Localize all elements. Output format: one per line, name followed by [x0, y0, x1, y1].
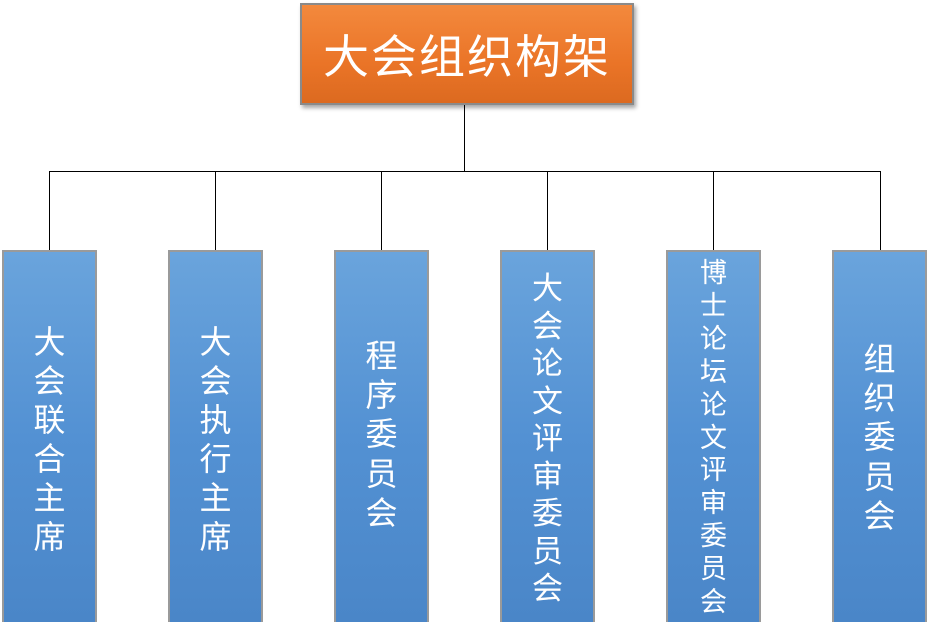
- child-node-label: 博士论坛论文评审委员会: [700, 257, 727, 619]
- child-node-label: 大会联合主席: [33, 322, 66, 557]
- child-node-joint-chairs: 大会联合主席: [2, 250, 97, 622]
- child-drop-connector: [215, 171, 216, 250]
- child-drop-connector: [713, 171, 714, 250]
- child-node-label: 大会执行主席: [199, 322, 232, 557]
- child-node-program-committee: 程序委员会: [334, 250, 429, 622]
- child-drop-connector: [381, 171, 382, 250]
- child-node-label: 程序委员会: [365, 337, 398, 532]
- root-stem-connector: [464, 105, 465, 171]
- child-node-organizing-committee: 组织委员会: [832, 250, 927, 622]
- child-node-doctoral-forum-review-committee: 博士论坛论文评审委员会: [666, 250, 761, 622]
- child-drop-connector: [547, 171, 548, 250]
- child-drop-connector: [880, 171, 881, 250]
- child-drop-connector: [49, 171, 50, 250]
- horizontal-bus-connector: [49, 171, 881, 172]
- child-node-label: 组织委员会: [863, 340, 896, 535]
- child-node-label: 大会论文评审委员会: [532, 271, 563, 608]
- child-node-executive-chairs: 大会执行主席: [168, 250, 263, 622]
- child-node-paper-review-committee: 大会论文评审委员会: [500, 250, 595, 622]
- root-node-box: 大会组织构架: [300, 3, 634, 105]
- root-node-label: 大会组织构架: [323, 30, 611, 84]
